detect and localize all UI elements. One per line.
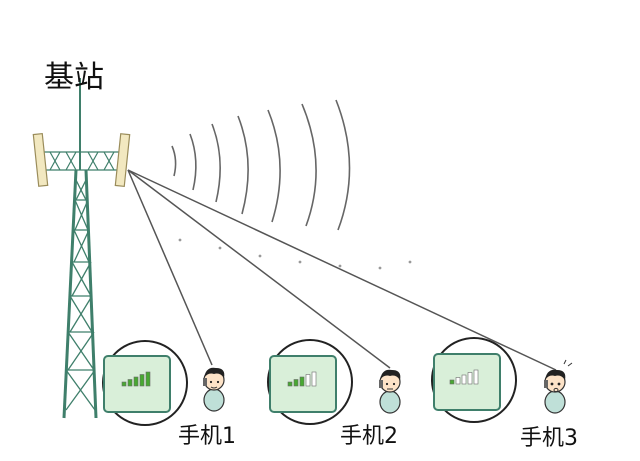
signal-bar	[145, 371, 151, 387]
signal-bar	[305, 374, 311, 387]
tower	[42, 78, 122, 419]
signal-bar	[311, 371, 317, 387]
signal-bar	[473, 369, 479, 385]
link-phone-3	[127, 169, 557, 371]
person-3	[544, 359, 573, 414]
phone-label-1: 手机1	[178, 424, 236, 449]
radio-waves	[171, 99, 351, 231]
signal-bar	[127, 379, 133, 387]
signal-bar	[133, 376, 139, 387]
antenna-panels	[32, 132, 131, 188]
tower-label: 基站	[44, 60, 104, 95]
link-phone-2	[127, 169, 391, 369]
phone-3-scene	[431, 337, 573, 423]
signal-bar	[287, 381, 293, 387]
signal-bar	[449, 379, 455, 385]
person-2	[379, 369, 401, 414]
phone-label-2: 手机2	[340, 424, 398, 449]
phone-screen-3	[433, 353, 501, 411]
signal-bar	[139, 374, 145, 387]
signal-bars-2	[287, 371, 317, 387]
phone-2-scene	[267, 339, 401, 425]
signal-bar	[293, 379, 299, 387]
signal-bar	[455, 377, 461, 385]
person-1	[203, 367, 225, 412]
wave-dots	[178, 238, 412, 270]
antenna-mesh	[42, 151, 122, 171]
signal-bar	[461, 374, 467, 385]
phone-1-scene	[102, 340, 225, 426]
signal-bar	[299, 376, 305, 387]
worry-marks	[563, 359, 573, 367]
link-phone-1	[127, 169, 213, 366]
signal-bars-1	[121, 371, 151, 387]
signal-bar	[121, 381, 127, 387]
signal-bar	[467, 372, 473, 385]
phone-label-3: 手机3	[520, 426, 578, 451]
signal-bars-3	[449, 369, 479, 385]
connection-lines	[127, 169, 557, 371]
